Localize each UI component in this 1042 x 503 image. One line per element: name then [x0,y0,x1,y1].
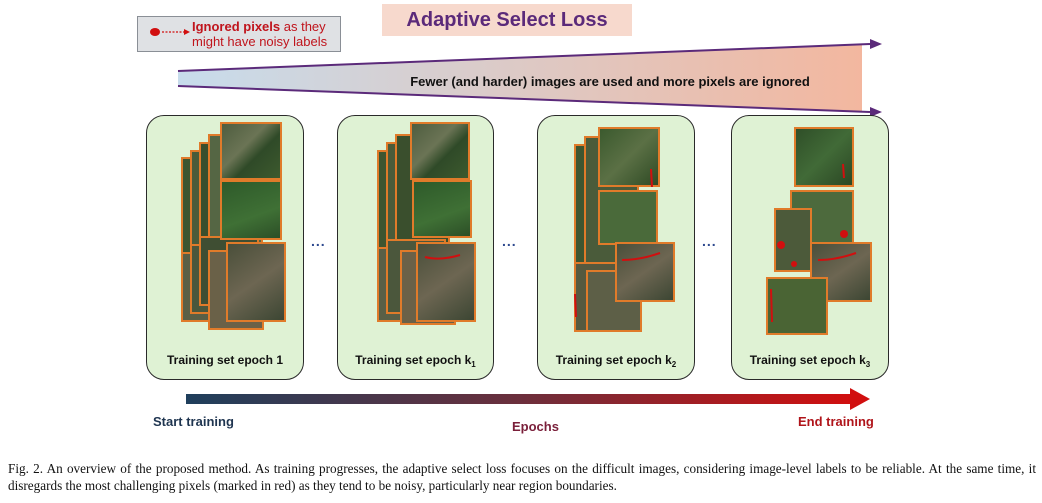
panel-label-epoch-1: Training set epoch 1 [166,353,284,367]
noisy-pixel-mark [574,293,577,318]
epochs-label: Epochs [512,419,559,434]
ellipsis-3: ... [702,233,717,249]
ellipsis-2: ... [502,233,517,249]
start-training-label: Start training [153,414,234,429]
noisy-pixel-mark [777,241,785,249]
noisy-pixel-mark [424,254,461,260]
noisy-pixel-mark [840,230,848,238]
title-box [382,4,632,36]
panel-label-epoch-k2: Training set epoch k2 [555,353,677,369]
noisy-pixel-mark [842,163,845,179]
image-stack-epoch-1 [176,122,296,342]
image-stack-epoch-k2 [568,122,688,342]
panel-label-epoch-k1: Training set epoch k1 [355,353,476,369]
wedge-description: Fewer (and harder) images are used and m… [410,74,810,89]
diagram-title: Adaptive Select Loss [406,9,608,31]
noisy-pixel-mark [770,288,773,323]
ellipsis-1: ... [311,233,326,249]
legend-text: Ignored pixels as they might have noisy … [192,19,328,49]
figure-caption: Fig. 2. An overview of the proposed meth… [8,461,1036,493]
noisy-pixel-mark [791,261,797,267]
end-training-label: End training [798,414,874,429]
panel-label-epoch-k3: Training set epoch k3 [749,353,871,369]
training-timeline-arrow [186,388,870,410]
image-stack-epoch-k1 [372,122,492,342]
image-stack-epoch-k3 [766,122,886,342]
legend-box [137,16,341,52]
ignored-pixel-marker-icon [150,28,190,36]
noisy-pixel-mark [621,252,661,261]
expanding-wedge [177,39,882,116]
noisy-pixel-mark [650,168,653,188]
noisy-pixel-mark [817,252,857,261]
